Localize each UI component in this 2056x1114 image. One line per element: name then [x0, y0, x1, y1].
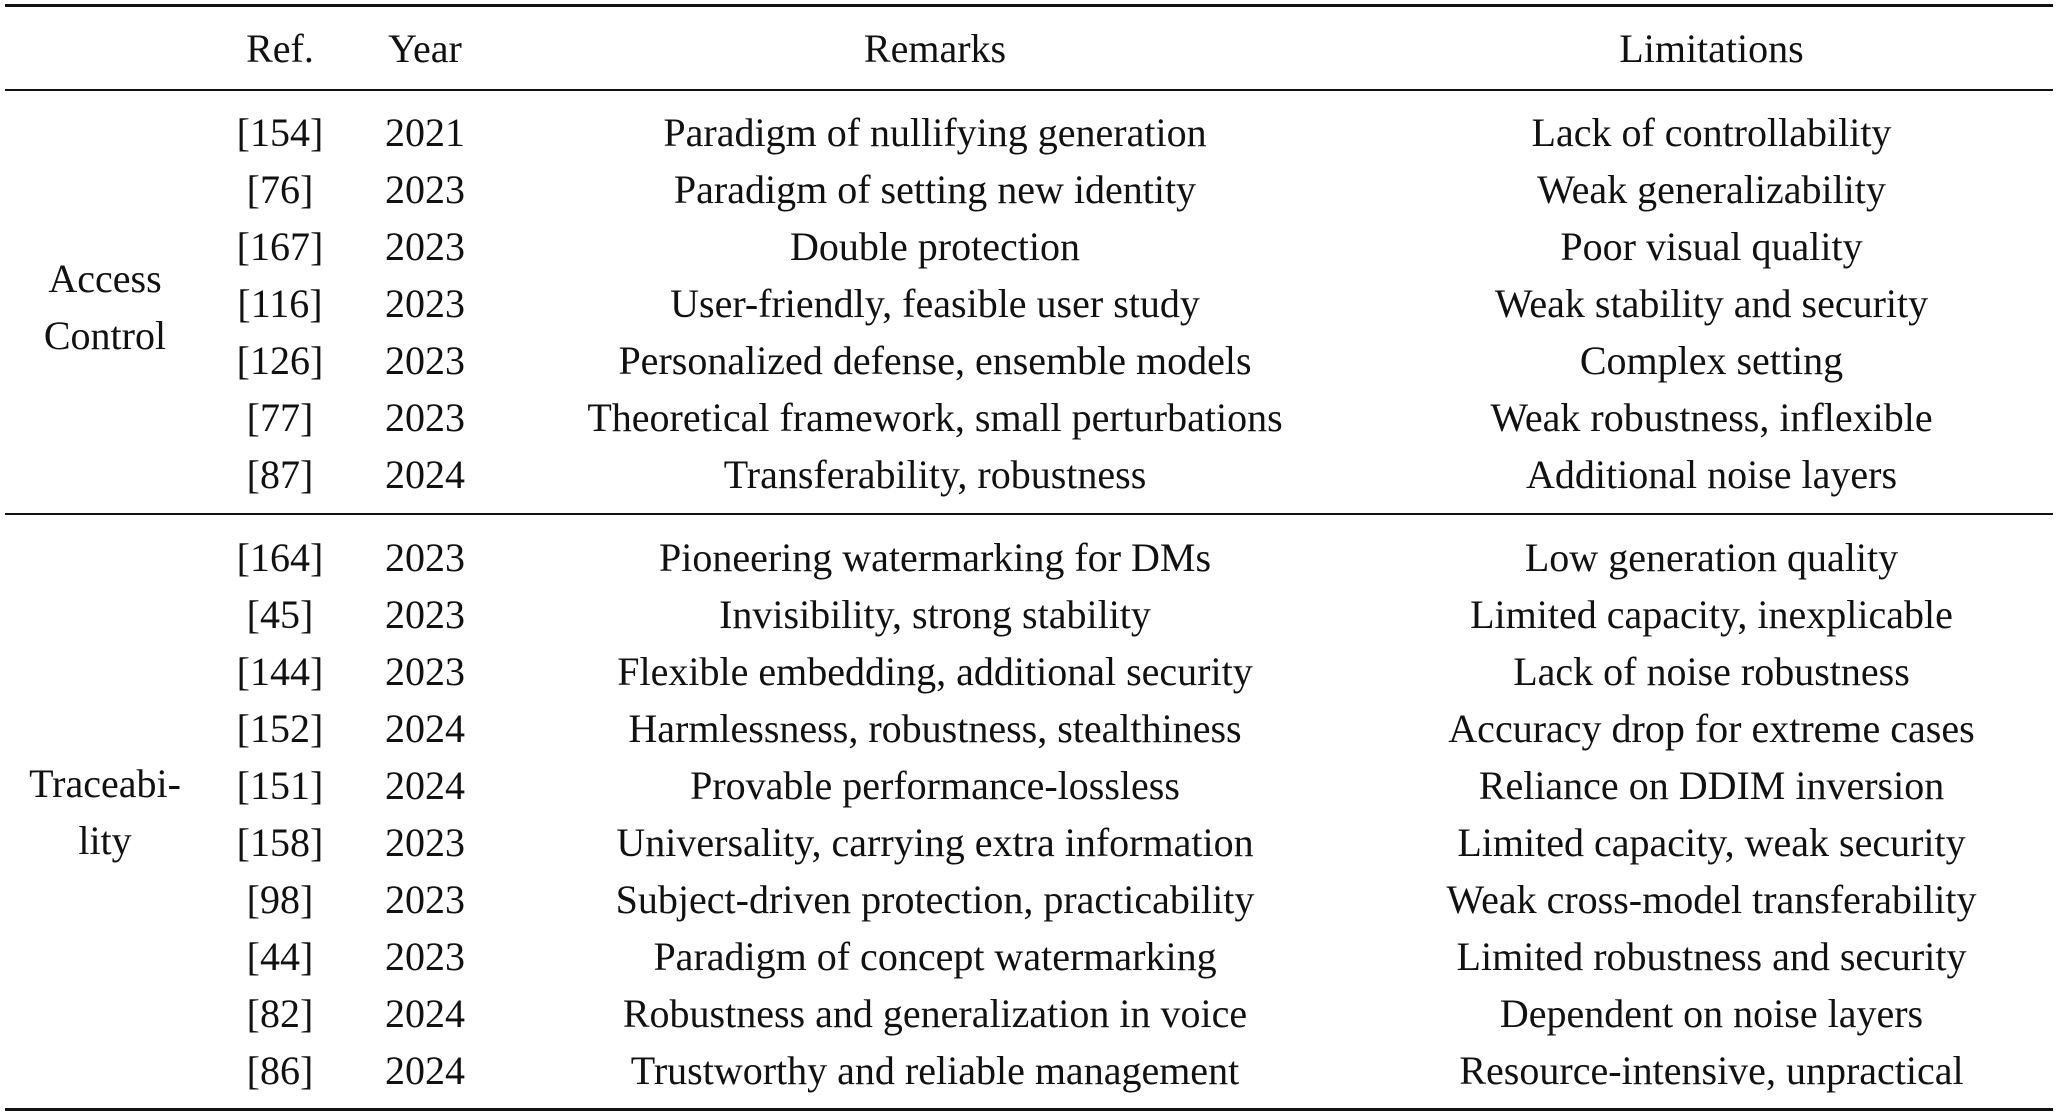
- cell-limitations: Reliance on DDIM inversion: [1478, 763, 1945, 808]
- cell-remarks: Harmlessness, robustness, stealthiness: [628, 706, 1242, 751]
- cell-remarks: Robustness and generalization in voice: [622, 991, 1248, 1036]
- group-label-line: Control: [43, 313, 167, 358]
- cell-ref: [87]: [246, 452, 314, 497]
- cell-remarks: Pioneering watermarking for DMs: [658, 535, 1212, 580]
- cell-remarks: Trustworthy and reliable management: [630, 1048, 1240, 1093]
- cell-year: 2023: [385, 395, 465, 440]
- cell-ref: [76]: [246, 167, 314, 212]
- cell-ref: [86]: [246, 1048, 314, 1093]
- cell-limitations: Accuracy drop for extreme cases: [1448, 706, 1975, 751]
- cell-ref: [82]: [246, 991, 314, 1036]
- header-limitations: Limitations: [1619, 26, 1804, 71]
- cell-year: 2024: [385, 763, 465, 808]
- cell-ref: [152]: [236, 706, 324, 751]
- bottom-rule: [5, 1108, 2053, 1111]
- cell-limitations: Lack of noise robustness: [1513, 649, 1910, 694]
- cell-limitations: Poor visual quality: [1560, 224, 1863, 269]
- header-remarks: Remarks: [863, 26, 1007, 71]
- cell-ref: [44]: [246, 934, 314, 979]
- cell-limitations: Weak generalizability: [1537, 167, 1886, 212]
- cell-ref: [98]: [246, 877, 314, 922]
- cell-limitations: Weak cross-model transferability: [1446, 877, 1977, 922]
- cell-year: 2023: [385, 877, 465, 922]
- cell-limitations: Additional noise layers: [1525, 452, 1898, 497]
- cell-year: 2021: [385, 110, 465, 155]
- group-label-line: Traceabi-: [29, 761, 181, 806]
- cell-ref: [167]: [236, 224, 324, 269]
- group-label-traceability: Traceabi- lity: [5, 755, 205, 869]
- cell-remarks: Subject-driven protection, practicabilit…: [615, 877, 1255, 922]
- cell-remarks: Flexible embedding, additional security: [617, 649, 1253, 694]
- group-rule: [5, 513, 2053, 515]
- cell-ref: [158]: [236, 820, 324, 865]
- cell-year: 2023: [385, 167, 465, 212]
- cell-year: 2023: [385, 592, 465, 637]
- cell-ref: [164]: [236, 535, 324, 580]
- cell-limitations: Lack of controllability: [1531, 110, 1892, 155]
- cell-remarks: Paradigm of setting new identity: [673, 167, 1197, 212]
- header-year: Year: [388, 26, 462, 71]
- header-rule: [5, 89, 2053, 91]
- cell-year: 2023: [385, 934, 465, 979]
- cell-ref: [126]: [236, 338, 324, 383]
- cell-year: 2023: [385, 820, 465, 865]
- cell-remarks: Transferability, robustness: [723, 452, 1147, 497]
- cell-remarks: Invisibility, strong stability: [719, 592, 1151, 637]
- cell-ref: [154]: [236, 110, 324, 155]
- cell-year: 2024: [385, 706, 465, 751]
- cell-limitations: Weak robustness, inflexible: [1490, 395, 1933, 440]
- cell-year: 2024: [385, 991, 465, 1036]
- cell-limitations: Limited capacity, weak security: [1457, 820, 1966, 865]
- cell-year: 2023: [385, 338, 465, 383]
- cell-limitations: Dependent on noise layers: [1499, 991, 1924, 1036]
- cell-limitations: Complex setting: [1579, 338, 1844, 383]
- cell-year: 2024: [385, 1048, 465, 1093]
- cell-limitations: Resource-intensive, unpractical: [1459, 1048, 1964, 1093]
- cell-limitations: Limited robustness and security: [1456, 934, 1967, 979]
- cell-year: 2023: [385, 649, 465, 694]
- header-ref: Ref.: [246, 26, 314, 71]
- cell-limitations: Weak stability and security: [1494, 281, 1929, 326]
- cell-ref: [45]: [246, 592, 314, 637]
- cell-year: 2023: [385, 281, 465, 326]
- cell-ref: [77]: [246, 395, 314, 440]
- cell-year: 2023: [385, 535, 465, 580]
- cell-limitations: Low generation quality: [1524, 535, 1899, 580]
- cell-remarks: Personalized defense, ensemble models: [618, 338, 1252, 383]
- cell-remarks: Provable performance-lossless: [690, 763, 1180, 808]
- cell-year: 2023: [385, 224, 465, 269]
- cell-remarks: Paradigm of nullifying generation: [663, 110, 1207, 155]
- cell-year: 2024: [385, 452, 465, 497]
- cell-ref: [144]: [236, 649, 324, 694]
- cell-remarks: Theoretical framework, small perturbatio…: [587, 395, 1283, 440]
- group-label-line: lity: [78, 818, 132, 863]
- cell-ref: [116]: [237, 281, 323, 326]
- cell-limitations: Limited capacity, inexplicable: [1470, 592, 1953, 637]
- cell-remarks: User-friendly, feasible user study: [670, 281, 1200, 326]
- group-label-line: Access: [48, 256, 162, 301]
- cell-remarks: Double protection: [790, 224, 1080, 269]
- cell-remarks: Paradigm of concept watermarking: [653, 934, 1217, 979]
- top-rule: [5, 4, 2053, 7]
- cell-ref: [151]: [236, 763, 324, 808]
- cell-remarks: Universality, carrying extra information: [616, 820, 1254, 865]
- group-label-access-control: Access Control: [5, 250, 205, 364]
